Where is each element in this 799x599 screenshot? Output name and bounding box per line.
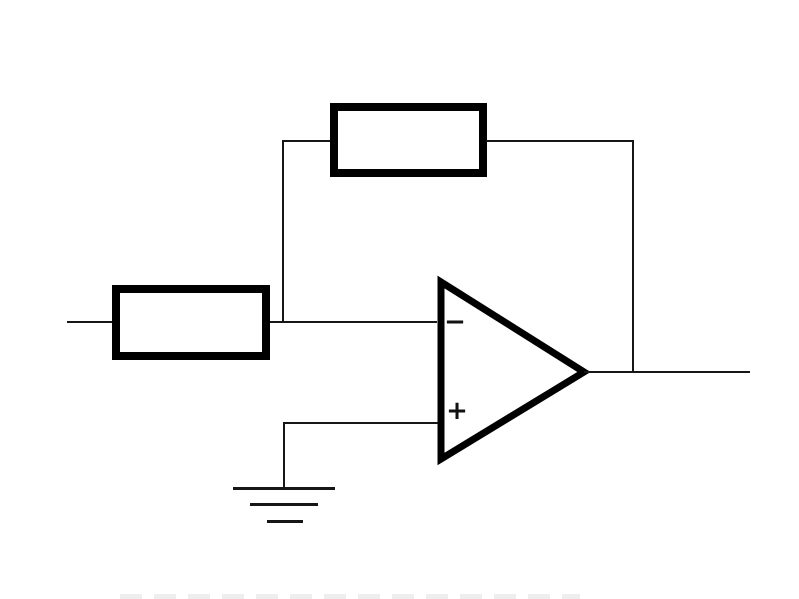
input-resistor-symbol bbox=[112, 285, 270, 360]
input-lead-wire bbox=[67, 321, 112, 323]
inverting-input-label: − bbox=[444, 307, 466, 337]
ground-symbol-bar-medium bbox=[250, 503, 318, 506]
bottom-edge-artifact bbox=[120, 594, 580, 599]
op-amp-triangle bbox=[437, 275, 591, 466]
inverting-input-wire bbox=[270, 321, 437, 323]
output-wire bbox=[584, 371, 750, 373]
feedback-top-right-wire bbox=[486, 140, 634, 142]
ground-symbol-bar-short bbox=[267, 520, 303, 523]
op-amp-symbol bbox=[437, 275, 591, 466]
ground-wire bbox=[283, 422, 285, 488]
noninverting-input-label: + bbox=[446, 396, 468, 426]
feedback-drop-wire bbox=[632, 140, 634, 373]
feedback-branch-riser-wire bbox=[282, 140, 284, 323]
feedback-resistor-symbol bbox=[330, 103, 487, 177]
feedback-top-left-wire bbox=[283, 140, 331, 142]
noninverting-input-wire bbox=[283, 422, 438, 424]
ground-symbol-bar-long bbox=[233, 487, 335, 490]
